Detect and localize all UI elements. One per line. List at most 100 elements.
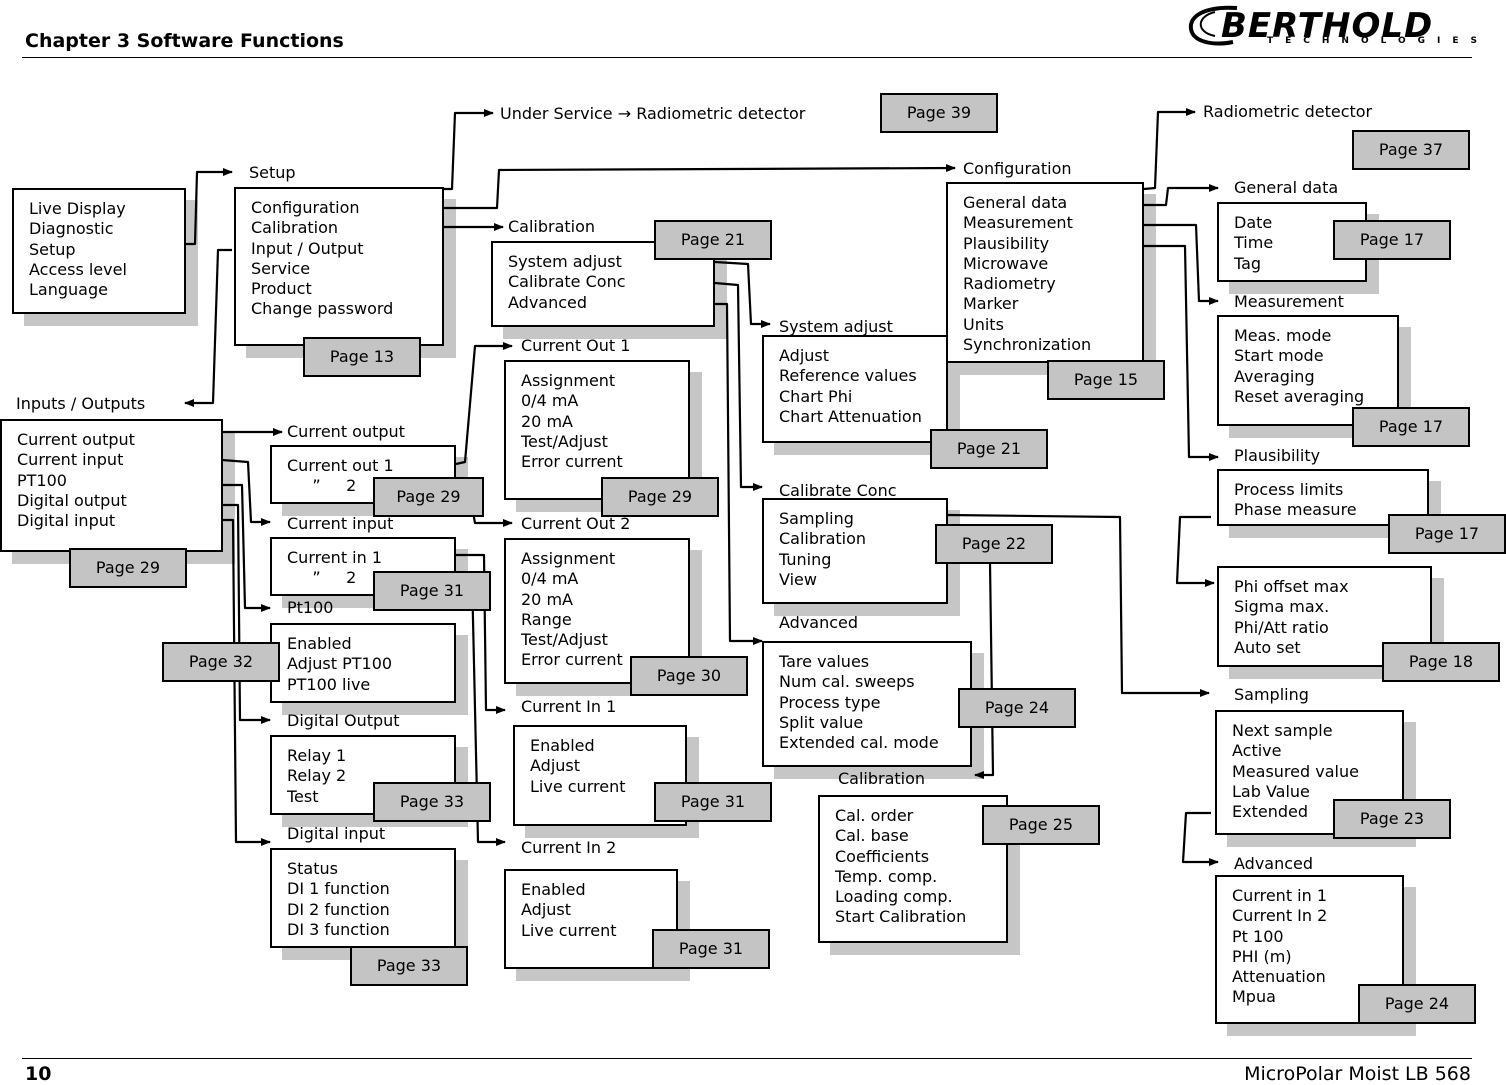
current-input-item[interactable]: Current in 1 [287,548,383,567]
digital-output-item[interactable]: Test [287,786,319,806]
page-ref-31-current-input[interactable]: Page 31 [373,571,491,611]
main-menu-item[interactable]: Language [29,280,108,300]
page-ref-21-calibration[interactable]: Page 21 [654,220,772,260]
current-out-1-item[interactable]: Assignment [521,371,616,390]
phase-measure-item[interactable]: Phi/Att ratio [1234,617,1329,637]
current-out-2-item[interactable]: Assignment [521,549,616,568]
io-item[interactable]: Current output [17,430,135,449]
digital-input-item[interactable]: DI 1 function [287,879,390,899]
current-out-1-item[interactable]: 20 mA [521,411,573,431]
io-item[interactable]: Current input [17,450,124,470]
calibrate-conc-item[interactable]: View [779,569,817,589]
digital-input-item[interactable]: Status [287,859,338,878]
pt100-item[interactable]: Enabled [287,634,352,653]
main-menu-item[interactable]: Setup [29,239,76,259]
general-data-item[interactable]: Date [1234,213,1273,232]
advanced-extra-item[interactable]: Mpua [1232,987,1276,1007]
setup-item[interactable]: Change password [251,299,394,319]
configuration-item[interactable]: Microwave [963,253,1049,273]
page-ref-31-current-in-2[interactable]: Page 31 [652,929,770,969]
current-in-1-item[interactable]: Enabled [530,736,595,755]
configuration-item[interactable]: General data [963,193,1068,212]
advanced-calibration-item[interactable]: Split value [779,712,864,732]
calibration-item[interactable]: Advanced [508,292,588,312]
calibration-sub-item[interactable]: Loading comp. [835,887,953,907]
page-ref-24-advanced[interactable]: Page 24 [958,688,1076,728]
sampling-item[interactable]: Lab Value [1232,781,1310,801]
setup-item[interactable]: Configuration [251,198,360,217]
advanced-extra-item[interactable]: Attenuation [1232,967,1326,987]
advanced-calibration-item[interactable]: Tare values [779,652,870,671]
calibration-sub-item[interactable]: Coefficients [835,846,930,866]
main-menu-item[interactable]: Live Display [29,199,126,218]
calibrate-conc-item[interactable]: Sampling [779,509,854,528]
setup-item[interactable]: Product [251,279,312,299]
current-out-1-item[interactable]: Error current [521,452,623,472]
page-ref-37[interactable]: Page 37 [1352,130,1470,170]
measurement-item[interactable]: Meas. mode [1234,326,1332,345]
page-ref-33-digital-input[interactable]: Page 33 [350,946,468,986]
calibration-sub-item[interactable]: Cal. order [835,806,914,825]
calibration-item[interactable]: Calibrate Conc [508,272,626,292]
main-menu-item[interactable]: Access level [29,259,127,279]
page-ref-39[interactable]: Page 39 [880,93,998,133]
system-adjust-item[interactable]: Chart Attenuation [779,406,922,426]
page-ref-15[interactable]: Page 15 [1047,360,1165,400]
digital-output-item[interactable]: Relay 2 [287,766,347,786]
sampling-item[interactable]: Extended [1232,802,1308,822]
configuration-item[interactable]: Synchronization [963,335,1092,355]
page-ref-22[interactable]: Page 22 [935,524,1053,564]
system-adjust-item[interactable]: Adjust [779,346,830,365]
current-out-2-item[interactable]: Range [521,609,572,629]
measurement-item[interactable]: Averaging [1234,366,1315,386]
page-ref-24-advanced-extra[interactable]: Page 24 [1358,984,1476,1024]
current-output-item[interactable]: ” 2 [287,476,357,496]
system-adjust-item[interactable]: Reference values [779,366,917,386]
io-item[interactable]: PT100 [17,470,67,490]
calibrate-conc-item[interactable]: Tuning [779,549,832,569]
measurement-item[interactable]: Reset averaging [1234,386,1365,406]
advanced-calibration-item[interactable]: Process type [779,692,881,712]
advanced-extra-item[interactable]: PHI (m) [1232,946,1292,966]
calibration-sub-item[interactable]: Cal. base [835,826,909,846]
sampling-item[interactable]: Measured value [1232,761,1359,781]
page-ref-18[interactable]: Page 18 [1382,642,1500,682]
page-ref-30[interactable]: Page 30 [630,656,748,696]
current-output-item[interactable]: Current out 1 [287,456,394,475]
calibration-item[interactable]: System adjust [508,252,622,271]
page-ref-33-digital-output[interactable]: Page 33 [373,782,491,822]
page-ref-13[interactable]: Page 13 [303,337,421,377]
configuration-item[interactable]: Plausibility [963,233,1050,253]
pt100-item[interactable]: PT100 live [287,674,371,694]
plausibility-item[interactable]: Process limits [1234,480,1344,499]
setup-item[interactable]: Calibration [251,218,339,238]
current-in-2-item[interactable]: Adjust [521,900,572,920]
page-ref-31-current-in-1[interactable]: Page 31 [654,782,772,822]
phase-measure-item[interactable]: Auto set [1234,637,1301,657]
current-in-2-item[interactable]: Live current [521,920,617,940]
calibrate-conc-item[interactable]: Calibration [779,529,867,549]
setup-item[interactable]: Input / Output [251,238,364,258]
phase-measure-item[interactable]: Phi offset max [1234,577,1349,596]
page-ref-29-inputs-outputs[interactable]: Page 29 [69,548,187,588]
system-adjust-item[interactable]: Chart Phi [779,386,853,406]
page-ref-29-current-output[interactable]: Page 29 [373,477,484,517]
advanced-calibration-item[interactable]: Num cal. sweeps [779,672,915,692]
setup-item[interactable]: Service [251,258,311,278]
current-in-1-item[interactable]: Adjust [530,756,581,776]
page-ref-17-measurement[interactable]: Page 17 [1352,407,1470,447]
page-ref-29-current-out-1[interactable]: Page 29 [601,477,719,517]
page-ref-23[interactable]: Page 23 [1333,799,1451,839]
advanced-calibration-item[interactable]: Extended cal. mode [779,733,939,753]
sampling-item[interactable]: Active [1232,741,1282,761]
calibration-sub-item[interactable]: Temp. comp. [835,866,938,886]
advanced-extra-item[interactable]: Current In 2 [1232,906,1328,926]
configuration-item[interactable]: Measurement [963,213,1073,233]
phase-measure-item[interactable]: Sigma max. [1234,597,1330,617]
calibration-sub-item[interactable]: Start Calibration [835,907,967,927]
current-out-2-item[interactable]: 0/4 mA [521,569,579,589]
digital-output-item[interactable]: Relay 1 [287,746,347,765]
measurement-item[interactable]: Start mode [1234,346,1324,366]
current-out-2-item[interactable]: 20 mA [521,589,573,609]
general-data-item[interactable]: Tag [1234,253,1262,273]
